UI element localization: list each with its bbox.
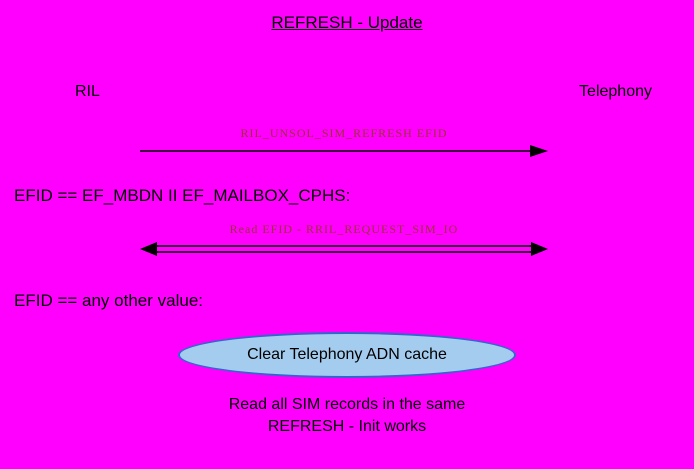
diagram-title: REFRESH - Update bbox=[271, 13, 423, 32]
condition-mbdn-mailbox: EFID == EF_MBDN II EF_MAILBOX_CPHS: bbox=[14, 186, 351, 205]
message-refresh-label: RIL_UNSOL_SIM_REFRESH EFID bbox=[240, 126, 448, 140]
clear-cache-label: Clear Telephony ADN cache bbox=[247, 346, 447, 363]
condition-other-value: EFID == any other value: bbox=[14, 291, 203, 310]
message-refresh-unsol: RIL_UNSOL_SIM_REFRESH EFID bbox=[140, 126, 548, 159]
footer-line-1: Read all SIM records in the same bbox=[228, 396, 466, 413]
message-read-efid-label: Read EFID - RRIL_REQUEST_SIM_IO bbox=[229, 222, 459, 236]
actor-telephony: Telephony bbox=[579, 83, 652, 100]
arrow-right-icon bbox=[140, 145, 548, 157]
actor-ril: RIL bbox=[75, 83, 100, 100]
footer-line-2: REFRESH - Init works bbox=[267, 418, 427, 435]
clear-cache-ellipse: Clear Telephony ADN cache bbox=[178, 332, 516, 378]
footer-note: Read all SIM records in the same REFRESH… bbox=[0, 394, 694, 438]
double-arrow-icon bbox=[140, 242, 548, 256]
message-read-efid: Read EFID - RRIL_REQUEST_SIM_IO bbox=[140, 222, 548, 259]
